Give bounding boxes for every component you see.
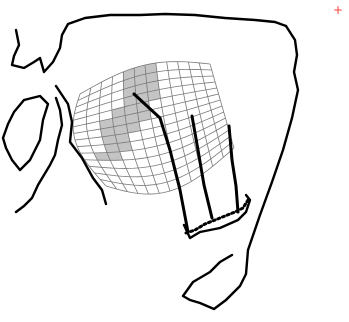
neck-outline — [16, 98, 62, 212]
skull-outline — [12, 14, 286, 72]
muscle-strut-2 — [192, 116, 212, 218]
muscle-mesh — [73, 62, 234, 195]
anatomical-outline — [3, 14, 298, 309]
mesh-line-radial — [167, 62, 192, 182]
muscle-strut-3 — [229, 126, 238, 212]
muscle-strut-group — [134, 94, 248, 233]
origin-marker: + — [333, 4, 343, 16]
ear-outline — [3, 96, 48, 170]
